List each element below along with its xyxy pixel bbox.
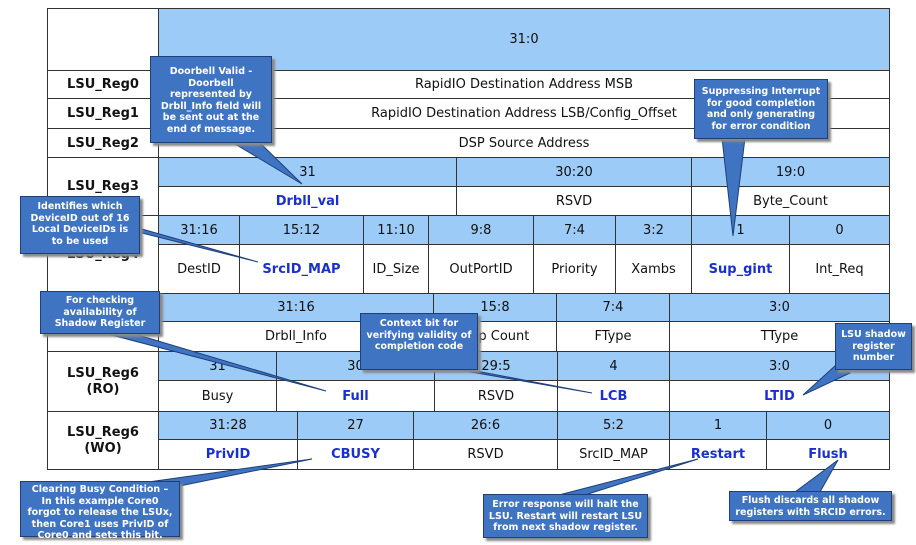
reg6-ro-bit: 4: [557, 351, 670, 381]
reg5-field: FType: [556, 321, 670, 352]
reg6-ro-field-lcb: LCB: [557, 380, 670, 412]
reg6-ro-field-full: Full: [276, 380, 435, 412]
corner-cell: [47, 8, 159, 71]
suppress-callout: Suppressing Interrupt for good completio…: [694, 79, 828, 139]
reg4-bit: 15:12: [239, 215, 364, 245]
reg5-bit: 7:4: [556, 293, 670, 322]
reg4-bit: 0: [789, 215, 890, 245]
ltid-callout: LSU shadow register number: [835, 323, 912, 370]
reg2-name: LSU_Reg2: [47, 128, 159, 158]
reg3-bit: 30:20: [456, 157, 692, 187]
reg4-field: ID_Size: [363, 244, 429, 294]
reg6-ro-field-ltid: LTID: [669, 380, 890, 412]
reg5-bit: 3:0: [669, 293, 890, 322]
reg3-field-drbll-val: Drbll_val: [158, 186, 457, 216]
context-callout: Context bit for verifying validity of co…: [360, 313, 478, 370]
flush-callout: Flush discards all shadow registers with…: [729, 491, 892, 521]
reg4-field-sup-gint: Sup_gint: [691, 244, 790, 294]
reg6-ro-name: LSU_Reg6 (RO): [47, 351, 159, 412]
reg6-wo-bit: 5:2: [557, 411, 670, 440]
reg4-field: Int_Req: [789, 244, 890, 294]
reg6-wo-bit: 26:6: [413, 411, 558, 440]
reg5-bit: 15:8: [433, 293, 557, 322]
reg6-wo-name: LSU_Reg6 (WO): [47, 411, 159, 470]
reg4-bit: 7:4: [533, 215, 616, 245]
reg6-wo-field-flush: Flush: [766, 439, 890, 470]
reg6-ro-mode: (RO): [86, 381, 120, 397]
reg4-field: Priority: [533, 244, 616, 294]
reg6-wo-field: SrcID_MAP: [557, 439, 670, 470]
reg6-wo-field-privid: PrivID: [158, 439, 298, 470]
reg4-field-srcid-map: SrcID_MAP: [239, 244, 364, 294]
reg6-wo-field: RSVD: [413, 439, 558, 470]
clearing-callout: Clearing Busy Condition – In this exampl…: [20, 481, 180, 541]
reg3-bit: 31: [158, 157, 457, 187]
reg6-wo-label: LSU_Reg6: [67, 424, 139, 440]
reg3-bit: 19:0: [691, 157, 890, 187]
reg6-wo-bit: 1: [669, 411, 767, 440]
reg4-bit: 9:8: [428, 215, 534, 245]
shadow-callout: For checking availability of Shadow Regi…: [40, 291, 160, 334]
identifies-callout: Identifies which DeviceID out of 16 Loca…: [20, 196, 140, 254]
error-callout: Error response will halt the LSU. Restar…: [483, 494, 648, 538]
reg6-wo-bit: 0: [766, 411, 890, 440]
reg4-bit: 11:10: [363, 215, 429, 245]
reg3-field: RSVD: [456, 186, 692, 216]
reg6-wo-mode: (WO): [84, 440, 122, 456]
reg1-name: LSU_Reg1: [47, 98, 159, 129]
reg4-field: DestID: [158, 244, 240, 294]
reg6-ro-bit: 31: [158, 351, 277, 381]
reg3-field: Byte_Count: [691, 186, 890, 216]
reg6-ro-label: LSU_Reg6: [67, 365, 139, 381]
reg6-wo-field-cbusy: CBUSY: [297, 439, 414, 470]
reg4-bit: 1: [691, 215, 790, 245]
bits-header: 31:0: [158, 8, 890, 71]
doorbell-callout: Doorbell Valid - Doorbell represented by…: [150, 56, 272, 143]
reg6-ro-field: RSVD: [434, 380, 558, 412]
reg6-wo-bit: 31:28: [158, 411, 298, 440]
reg4-bit: 3:2: [615, 215, 692, 245]
reg4-field: OutPortID: [428, 244, 534, 294]
reg6-ro-field: Busy: [158, 380, 277, 412]
reg4-field: Xambs: [615, 244, 692, 294]
reg0-name: LSU_Reg0: [47, 70, 159, 99]
reg6-wo-field-restart: Restart: [669, 439, 767, 470]
reg4-bit: 31:16: [158, 215, 240, 245]
reg6-wo-bit: 27: [297, 411, 414, 440]
